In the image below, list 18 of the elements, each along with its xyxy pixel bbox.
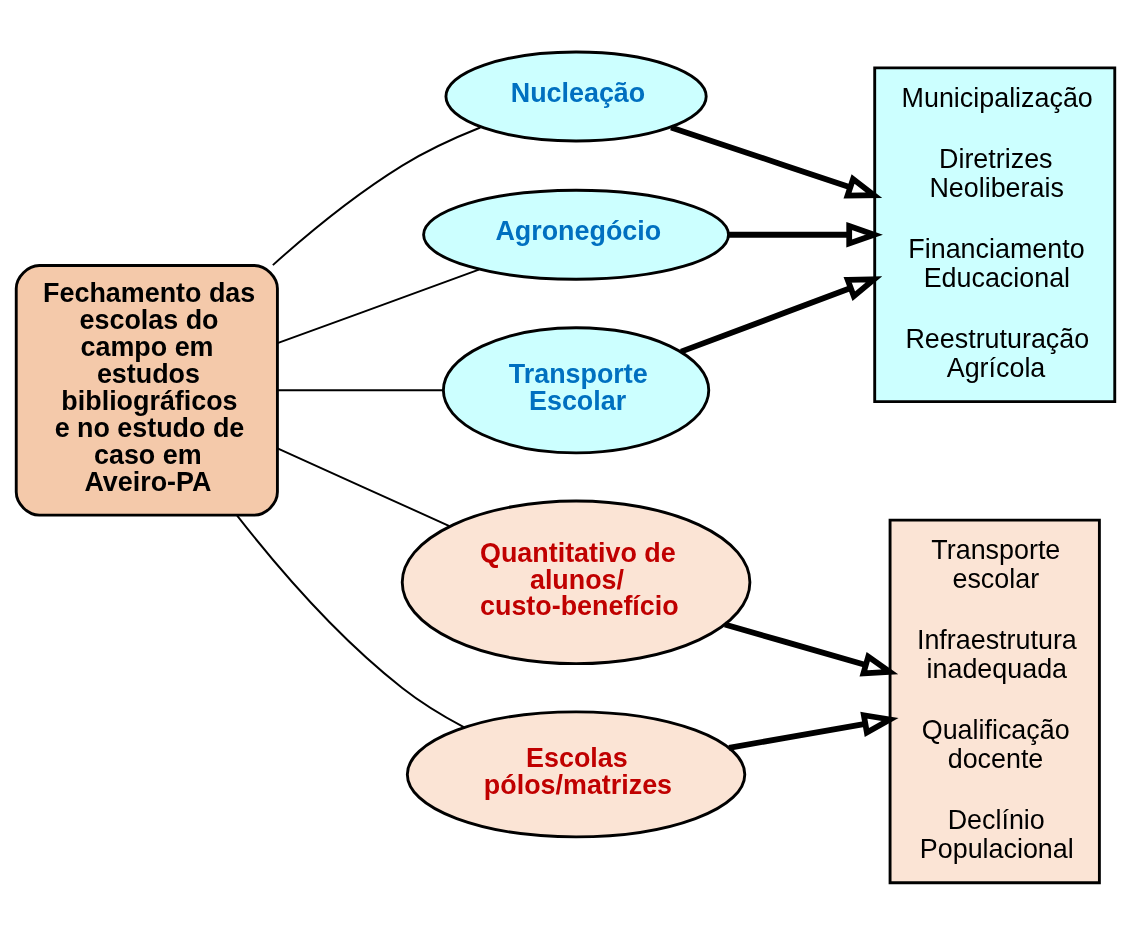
node-ellipse: Escolas pólos/matrizes	[405, 709, 747, 838]
arrow	[728, 711, 899, 751]
connector	[276, 268, 480, 344]
node-box: Municipalização Diretrizes Neoliberais Financiamento Educacional Reestruturação Agrícola	[873, 65, 1117, 403]
arrow	[670, 124, 883, 198]
node-box: Fechamento das escolas do campo em estudos bibliográficos e no estudo de caso em Aveiro-PA	[14, 263, 279, 517]
connector	[276, 447, 451, 527]
arrow	[680, 275, 883, 354]
connector	[276, 388, 444, 391]
arrow	[724, 621, 899, 676]
connector	[271, 126, 482, 266]
connector	[236, 514, 465, 728]
node-ellipse: Transporte Escolar	[441, 325, 711, 454]
node-box: Transporte escolar Infraestrutura inadequada Qualificação docente Declínio Populacional	[888, 518, 1101, 884]
node-ellipse: Nucleação	[444, 50, 708, 142]
arrow	[728, 221, 883, 248]
node-ellipse: Quantitativo de alunos/ custo-benefício	[400, 499, 752, 665]
node-ellipse: Agronegócio	[422, 188, 730, 281]
